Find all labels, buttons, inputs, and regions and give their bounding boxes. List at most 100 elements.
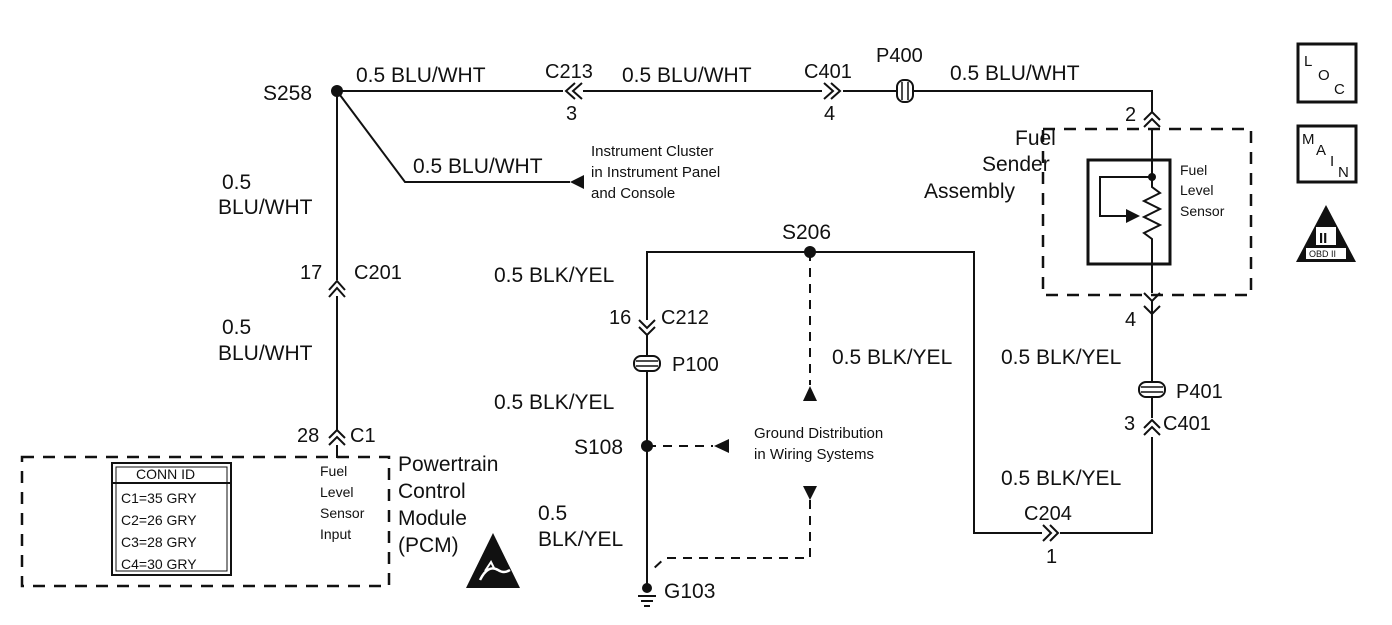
connector-c201-label: C201 [354, 262, 402, 284]
connector-c213-label: C213 [545, 61, 593, 83]
ground-arrow-up-icon [803, 386, 817, 401]
cluster-label-line3: and Console [591, 185, 675, 202]
wire-label-top-mid: 0.5 BLU/WHT [622, 64, 752, 87]
connector-c1-label: C1 [350, 425, 376, 447]
wire-label-blk-g103-2: BLK/YEL [538, 528, 623, 551]
svg-text:M: M [1302, 131, 1315, 148]
obd-ii-icon[interactable]: II OBD II [1296, 205, 1356, 262]
pcm-input-line1: Fuel [320, 463, 347, 479]
dashed-g103-ground [651, 500, 811, 571]
ground-arrow-down-icon [803, 486, 817, 500]
passthrough-p400-label: P400 [876, 45, 923, 67]
svg-text:I: I [1330, 153, 1334, 170]
connector-c213 [564, 82, 583, 100]
sender-pin-2-connector [1143, 110, 1161, 128]
pcm-label-line3: Module [398, 507, 467, 530]
blu-wht-circuit [336, 90, 1153, 430]
wire-label-blk-p100: 0.5 BLK/YEL [494, 391, 614, 414]
svg-text:L: L [1304, 53, 1312, 70]
ground-dist-line1: Ground Distribution [754, 425, 883, 442]
wire-label-vertical-lower-1: 0.5 [222, 316, 251, 339]
ground-arrow-left-icon [714, 439, 729, 453]
connector-c201-pin: 17 [300, 262, 322, 284]
passthrough-p400 [896, 79, 914, 103]
pcm-label-line2: Control [398, 480, 466, 503]
main-icon[interactable]: M A I N [1296, 124, 1358, 184]
cluster-arrow-icon [570, 175, 584, 189]
passthrough-p100 [633, 355, 661, 372]
pcm-input-line4: Input [320, 526, 351, 542]
connector-c213-pin: 3 [566, 103, 577, 125]
ground-g103-icon [638, 583, 656, 607]
wire-label-blk-g103-1: 0.5 [538, 502, 567, 525]
sensor-label-line3: Sensor [1180, 203, 1225, 219]
passthrough-p100-label: P100 [672, 354, 719, 376]
pcm-input-line3: Sensor [320, 505, 365, 521]
connector-c212-label: C212 [661, 307, 709, 329]
sensor-label-line1: Fuel [1180, 162, 1207, 178]
connector-c201 [328, 279, 346, 298]
sender-label-line3: Assembly [924, 180, 1016, 203]
wire-label-vertical-upper-1: 0.5 [222, 171, 251, 194]
splice-s108-dot [641, 440, 653, 452]
connector-c204-label: C204 [1024, 503, 1072, 525]
wire-c204-c401 [1060, 437, 1153, 534]
connector-c401-lower-pin: 3 [1124, 413, 1135, 435]
wire-label-top-left: 0.5 BLU/WHT [356, 64, 486, 87]
passthrough-p401-label: P401 [1176, 381, 1223, 403]
sensor-label-line2: Level [1180, 182, 1213, 198]
wire-label-blk-sender: 0.5 BLK/YEL [1001, 346, 1121, 369]
ground-dist-line2: in Wiring Systems [754, 446, 874, 463]
wire-label-vertical-lower-2: BLU/WHT [218, 342, 313, 365]
wire-c212-s206-c204 [646, 251, 1042, 534]
pcm-label-line4: (PCM) [398, 534, 459, 557]
wire-label-blk-c401: 0.5 BLK/YEL [1001, 467, 1121, 490]
sensor-wiper-arrow-icon [1126, 209, 1140, 223]
splice-s108-label: S108 [574, 436, 623, 459]
conn-id-row-2: C2=26 GRY [121, 512, 197, 528]
sender-label-line1: Fuel [1015, 127, 1056, 150]
conn-id-row-1: C1=35 GRY [121, 490, 197, 506]
wire-cluster-branch [336, 90, 570, 183]
wire-label-top-right: 0.5 BLU/WHT [950, 62, 1080, 85]
connector-c401-top-label: C401 [804, 61, 852, 83]
sender-pin-2-label: 2 [1125, 104, 1136, 126]
sender-pin-4-connector [1143, 292, 1161, 318]
splice-s258-dot [331, 85, 343, 97]
svg-text:C: C [1334, 81, 1345, 98]
wire-label-blk-s206: 0.5 BLK/YEL [832, 346, 952, 369]
cluster-label-line1: Instrument Cluster [591, 143, 714, 160]
splice-s206-label: S206 [782, 221, 831, 244]
passthrough-p401 [1138, 381, 1166, 398]
loc-icon[interactable]: L O C [1296, 42, 1358, 104]
connector-c401-top-pin: 4 [824, 103, 835, 125]
cluster-label-line2: in Instrument Panel [591, 164, 720, 181]
conn-id-row-4: C4=30 GRY [121, 556, 197, 572]
pcm-label-line1: Powertrain [398, 453, 498, 476]
connector-c1 [328, 428, 346, 458]
svg-text:II: II [1319, 230, 1327, 247]
ground-g103-label: G103 [664, 580, 715, 603]
pcm-box [20, 455, 391, 588]
connector-c204 [1042, 524, 1060, 542]
connector-c212 [638, 319, 656, 337]
sender-pin-4-label: 4 [1125, 309, 1136, 331]
sender-label-line2: Sender [982, 153, 1050, 176]
splice-s206-dot [804, 246, 816, 258]
svg-text:N: N [1338, 164, 1349, 181]
wire-label-vertical-upper-2: BLU/WHT [218, 196, 313, 219]
blk-yel-circuit [646, 251, 1153, 588]
wire-p400-sender [914, 90, 1153, 112]
connector-c401-lower-label: C401 [1163, 413, 1211, 435]
esd-warning-icon [466, 533, 520, 588]
svg-text:A: A [1316, 142, 1326, 159]
connector-c1-pin: 28 [297, 425, 319, 447]
splice-s258-label: S258 [263, 82, 312, 105]
pcm-input-line2: Level [320, 484, 353, 500]
connector-c204-pin: 1 [1046, 546, 1057, 568]
svg-text:O: O [1318, 67, 1330, 84]
conn-id-table [111, 462, 232, 576]
connector-c401-lower [1143, 418, 1161, 436]
sensor-resistor-icon [1141, 165, 1163, 264]
